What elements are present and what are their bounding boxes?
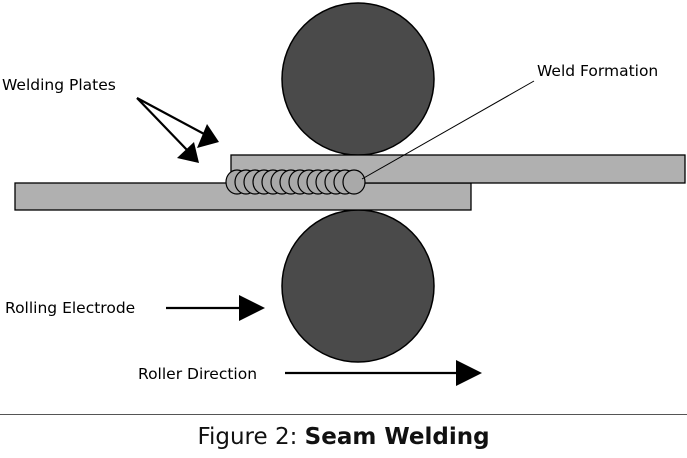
welding-plates-label: Welding Plates bbox=[2, 76, 116, 94]
rolling-electrode-label: Rolling Electrode bbox=[5, 299, 135, 317]
roller-direction-arrow bbox=[285, 360, 482, 386]
lower-roller-electrode bbox=[281, 209, 435, 363]
rolling-electrode-arrow bbox=[166, 295, 265, 321]
weld-formation-leader-line bbox=[361, 80, 535, 180]
roller-direction-label: Roller Direction bbox=[138, 365, 257, 383]
upper-roller-electrode bbox=[281, 2, 435, 156]
weld-formation-label: Weld Formation bbox=[537, 62, 658, 80]
weld-bead-chain bbox=[225, 169, 366, 195]
weld-bead bbox=[342, 169, 366, 195]
welding-plates-arrow-upper bbox=[136, 97, 219, 148]
figure-caption-title: Seam Welding bbox=[304, 424, 490, 450]
welding-plates-arrow-lower bbox=[136, 97, 199, 163]
caption-divider bbox=[0, 414, 687, 415]
figure-caption: Figure 2: Seam Welding bbox=[0, 424, 687, 450]
figure-caption-prefix: Figure 2: bbox=[197, 424, 305, 450]
